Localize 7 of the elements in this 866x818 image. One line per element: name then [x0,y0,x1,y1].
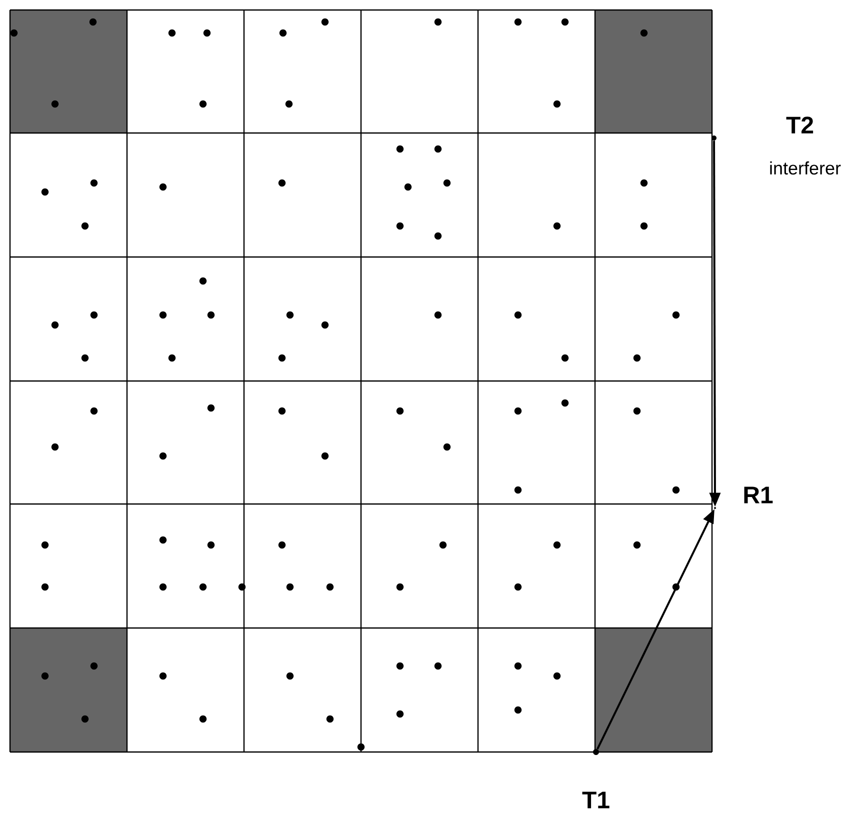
point-label: T2 [786,116,814,134]
point-marker [712,135,717,140]
point-label: R1 [744,486,773,504]
role-label: interferer [770,161,841,175]
point-label: T1 [582,792,610,808]
point-marker [714,507,716,509]
point-marker [593,749,599,755]
